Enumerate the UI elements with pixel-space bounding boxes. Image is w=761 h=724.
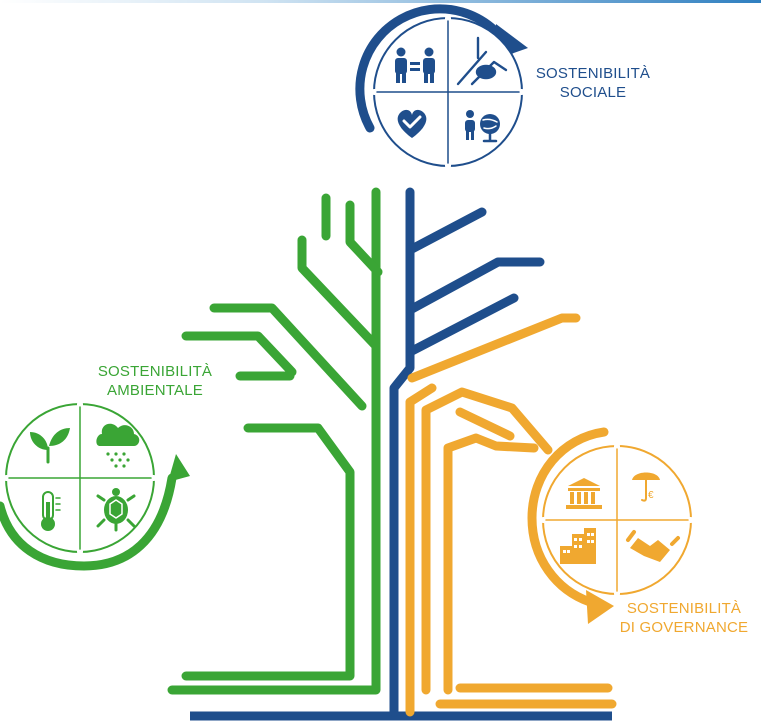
governance-icon-circle: €	[527, 427, 694, 624]
environmental-icon-circle	[0, 401, 190, 571]
governance-sustainability-label: SOSTENIBILITÀ DI GOVERNANCE	[609, 599, 759, 637]
social-sustainability-label: SOSTENIBILITÀ SOCIALE	[518, 64, 668, 102]
child-globe-icon	[465, 110, 500, 143]
environmental-label-line2: AMBIENTALE	[107, 382, 203, 399]
environmental-cycle-arrow	[0, 473, 177, 571]
plant-icon	[30, 428, 70, 464]
environmental-label-line1: SOSTENIBILITÀ	[97, 363, 213, 380]
equality-icon	[395, 47, 435, 83]
green-branches	[167, 187, 383, 695]
rain-cloud-icon	[96, 423, 140, 468]
tree	[167, 187, 617, 721]
social-label-line2: SOCIALE	[559, 84, 627, 101]
handshake-icon	[626, 530, 680, 562]
social-label-line1: SOSTENIBILITÀ	[535, 65, 651, 82]
turtle-icon	[96, 488, 136, 532]
blue-branches	[389, 187, 545, 717]
svg-text:€: €	[648, 490, 654, 501]
social-icon-circle	[355, 4, 528, 169]
governance-arrow-head	[586, 590, 614, 624]
heart-check-icon	[397, 109, 427, 138]
governance-label-line1: SOSTENIBILITÀ	[626, 600, 742, 617]
governance-cycle-arrow	[527, 427, 609, 607]
institution-icon	[566, 478, 602, 509]
thermometer-icon	[41, 491, 61, 531]
helping-hands-icon	[456, 36, 508, 86]
top-accent-bar	[0, 0, 761, 3]
euro-umbrella-icon: €	[632, 472, 660, 502]
social-cycle-arrow	[355, 4, 515, 133]
environmental-arrow-head	[168, 454, 190, 482]
buildings-icon	[560, 528, 596, 564]
governance-label-line2: DI GOVERNANCE	[619, 619, 749, 636]
orange-branches	[405, 313, 617, 717]
environmental-sustainability-label: SOSTENIBILITÀ AMBIENTALE	[80, 362, 230, 400]
